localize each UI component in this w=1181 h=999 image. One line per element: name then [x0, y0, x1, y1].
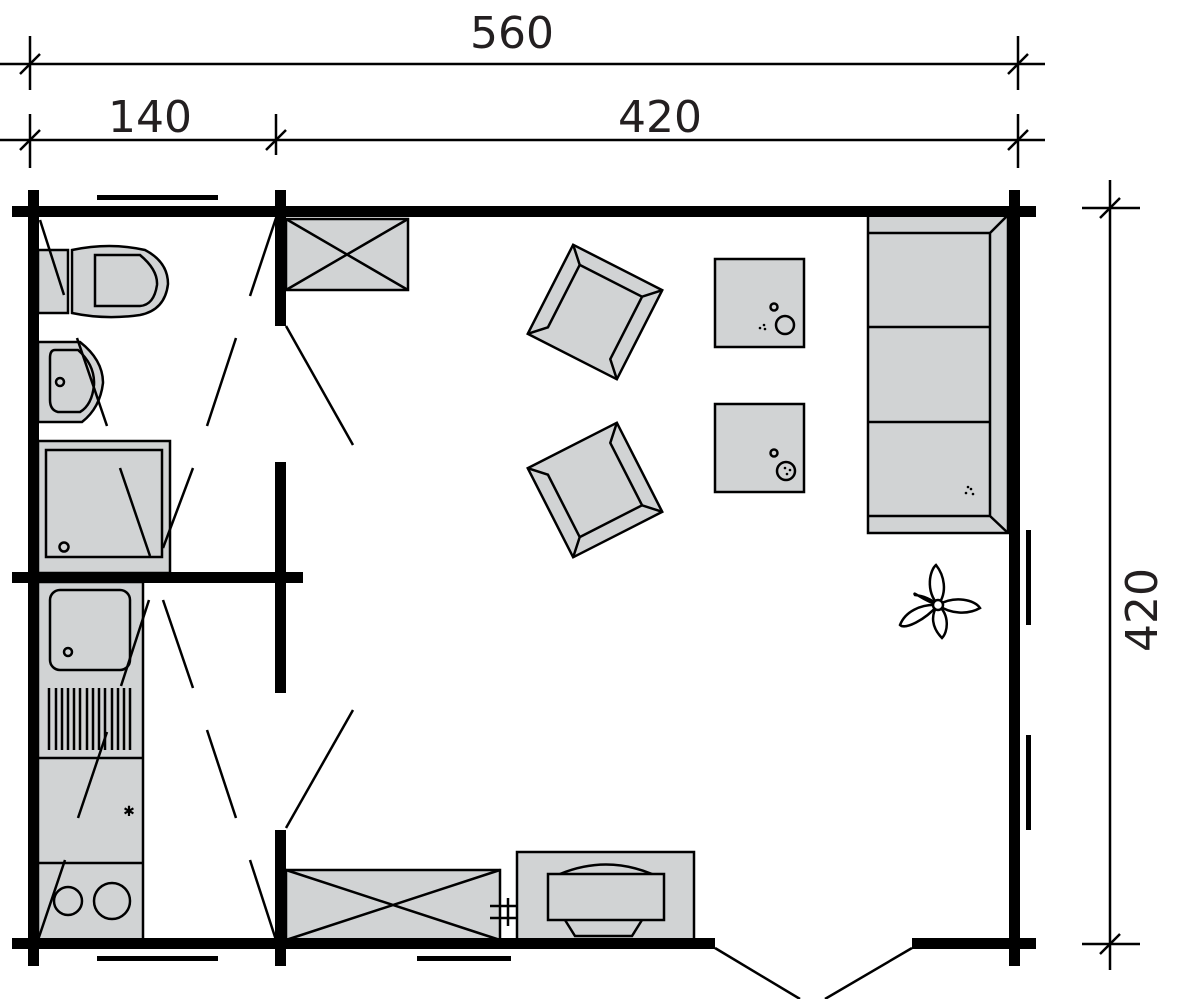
- dimension-left-width: 140: [108, 92, 192, 143]
- plant-icon: [898, 563, 982, 640]
- armchair-top: [526, 243, 664, 381]
- kitchen-counter: ✱: [36, 580, 145, 942]
- side-table-top: [713, 257, 806, 349]
- toilet: [36, 244, 170, 319]
- walls: [12, 190, 1036, 966]
- storage-cabinet-top: [284, 217, 410, 292]
- dimension-depth: 420: [1117, 568, 1168, 652]
- side-table-bottom: [713, 402, 806, 494]
- washbasin: [36, 340, 105, 424]
- dimension-lines: [0, 36, 1140, 970]
- armchair-bottom: [526, 421, 664, 559]
- svg-text:✱: ✱: [123, 804, 135, 820]
- dimension-right-width: 420: [618, 92, 702, 143]
- windows: [97, 195, 1031, 961]
- door-swing-lines: [36, 217, 913, 999]
- stove-heater: [515, 850, 696, 942]
- sofa: [866, 213, 1010, 535]
- dimension-total-width: 560: [470, 8, 554, 59]
- storage-cabinet-bottom: [284, 868, 530, 942]
